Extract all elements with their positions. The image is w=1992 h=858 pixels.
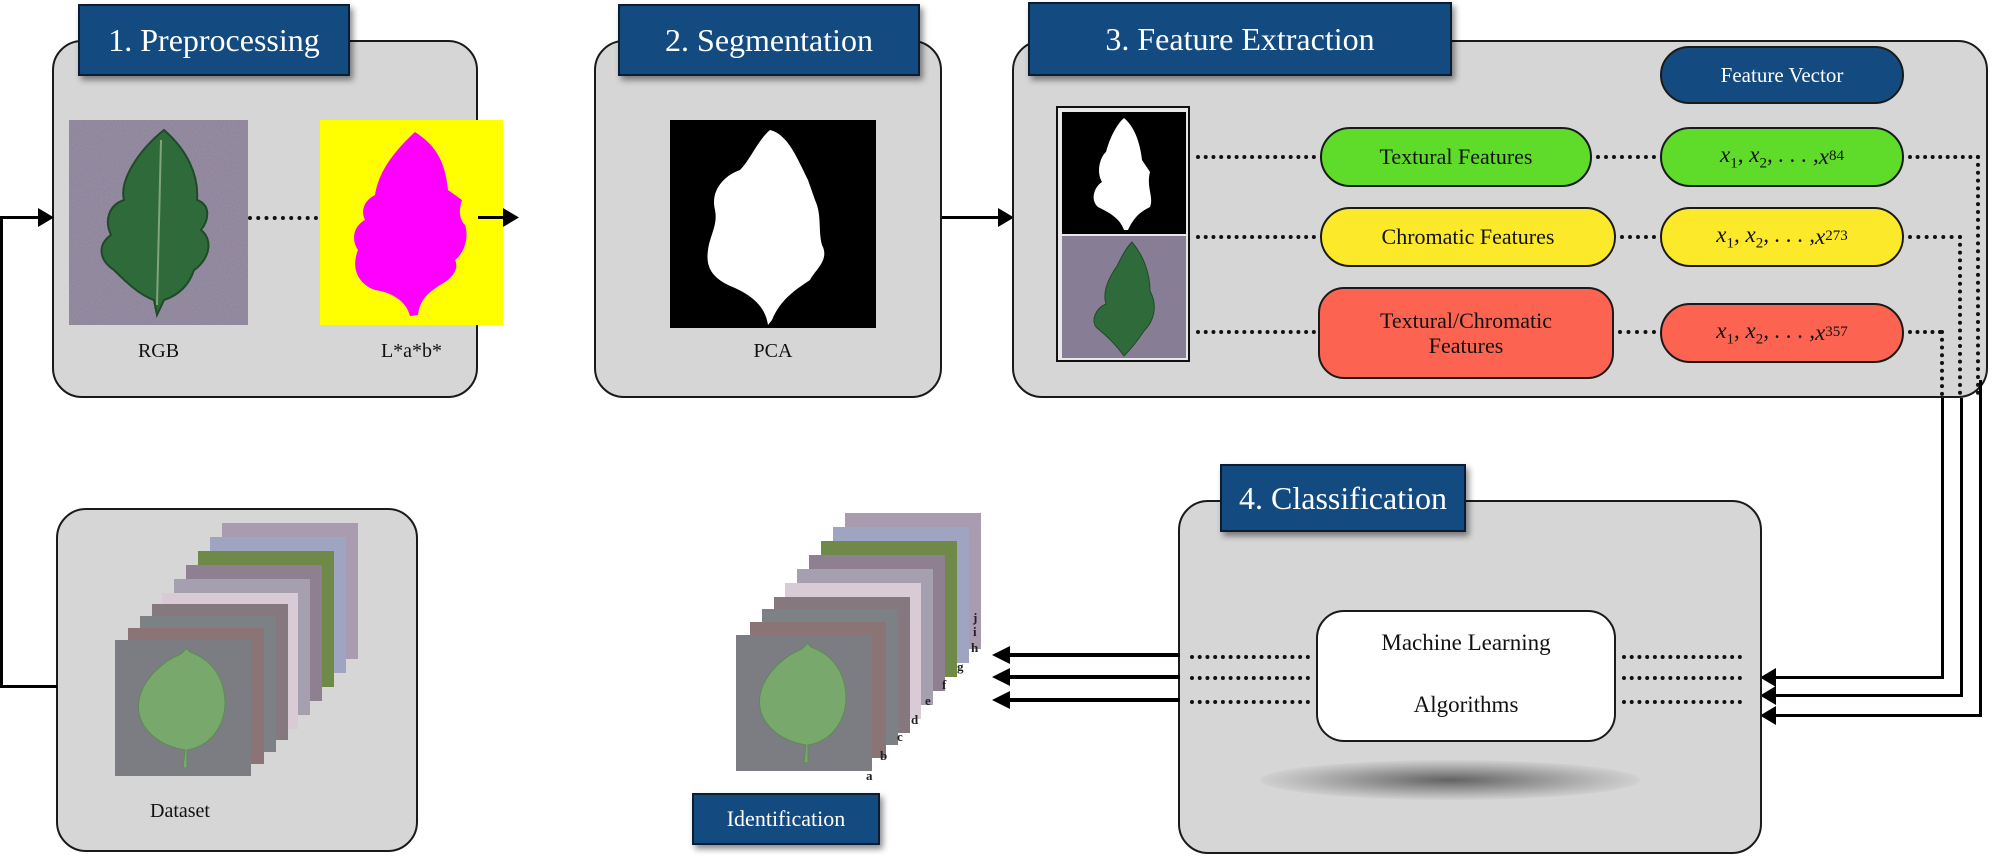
dataset-feedback-line-top: [0, 216, 42, 219]
vector-last-var: x: [1814, 223, 1826, 249]
class-label-h: h: [971, 640, 979, 655]
vector-x1: x1, x2, . . . ,: [1716, 221, 1815, 252]
stack-image-front: [115, 640, 251, 776]
output-line-3: [1005, 698, 1180, 702]
machine-learning-algorithms-box: Machine Learning Algorithms: [1316, 610, 1616, 742]
dotted-connector: [1190, 655, 1310, 659]
dotted-connector: [1196, 235, 1316, 239]
feature-line-2-horizontal: [1770, 694, 1963, 697]
feature-extraction-title: 3. Feature Extraction: [1028, 2, 1452, 76]
classification-title: 4. Classification: [1220, 464, 1466, 532]
class-label-i: i: [973, 624, 977, 639]
chromatic-features-pill: Chromatic Features: [1320, 207, 1616, 267]
lab-mask-image: [320, 120, 503, 325]
feature-vector-header: Feature Vector: [1660, 46, 1904, 104]
leaf-icon: [138, 647, 226, 769]
arrowhead-left-icon: [1760, 706, 1776, 725]
arrow-preprocessing-to-segmentation: [478, 216, 508, 219]
dotted-connector: [1596, 155, 1656, 159]
dotted-connector: [1618, 330, 1656, 334]
stack-image-front: [736, 635, 872, 771]
dotted-connector: [1622, 655, 1742, 659]
segmentation-title: 2. Segmentation: [618, 4, 920, 76]
textural-chromatic-features-pill: Textural/Chromatic Features: [1318, 287, 1614, 379]
dotted-connector-vertical: [1958, 235, 1962, 395]
dotted-connector-vertical: [1976, 155, 1980, 395]
textural-features-pill: Textural Features: [1320, 127, 1592, 187]
class-label-g: g: [957, 659, 964, 674]
output-line-2: [1005, 675, 1180, 679]
dotted-connector: [1190, 700, 1310, 704]
dataset-image-stack: [110, 518, 370, 776]
dataset-feedback-line-vertical: [0, 216, 3, 688]
feature-line-3-horizontal: [1770, 714, 1982, 717]
arrowhead-left-icon: [992, 668, 1010, 686]
pca-caption: PCA: [753, 340, 793, 362]
dotted-connector: [1622, 676, 1742, 680]
arrowhead-left-icon: [1760, 668, 1776, 687]
dotted-connector: [1620, 235, 1656, 239]
pca-mask-image: [670, 120, 876, 328]
vector-x1: x1, x2, . . . ,: [1716, 317, 1815, 348]
class-label-b: b: [880, 748, 888, 763]
feature-input-images: [1056, 106, 1190, 362]
leaf-silhouette-icon: [1093, 118, 1152, 230]
preprocessing-title: 1. Preprocessing: [78, 4, 350, 76]
vector-last-index: 84: [1828, 148, 1844, 165]
feature-line-1-horizontal: [1770, 676, 1944, 679]
arrow-segmentation-to-feature-extraction: [942, 216, 1002, 219]
vector-last-var: x: [1814, 319, 1826, 345]
vector-last-index: 357: [1825, 324, 1848, 341]
dataset-caption: Dataset: [150, 800, 210, 822]
arrowhead-left-icon: [992, 646, 1010, 664]
identification-label: Identification: [692, 793, 880, 845]
feature-line-2: [1960, 398, 1963, 696]
rgb-caption: RGB: [137, 340, 180, 362]
dotted-connector-vertical: [1940, 330, 1944, 396]
class-label-j: j: [973, 610, 978, 625]
segmented-mask-thumbnail: [1062, 112, 1186, 234]
class-label-e: e: [925, 693, 931, 708]
identification-image-stack: [710, 505, 981, 775]
feature-line-3: [1979, 380, 1982, 716]
dotted-connector: [1908, 330, 1942, 334]
dotted-connector: [1908, 235, 1962, 239]
dotted-connector: [1908, 155, 1980, 159]
class-label-c: c: [897, 729, 903, 744]
output-line-1: [1005, 653, 1180, 657]
rgb-leaf-image: [69, 120, 248, 325]
feature-line-1: [1941, 398, 1944, 678]
leaf-silhouette-icon: [707, 130, 825, 325]
vector-last-var: x: [1818, 143, 1829, 169]
leaf-icon: [1093, 241, 1155, 357]
leaf-icon: [759, 642, 847, 764]
ml-label-line1: Machine Learning: [1381, 630, 1551, 655]
class-label-d: d: [911, 712, 919, 727]
dataset-feedback-line-horizontal: [0, 685, 57, 688]
dotted-connector: [1196, 155, 1316, 159]
ml-label-line2: Algorithms: [1413, 692, 1519, 717]
vector-last-index: 273: [1825, 228, 1848, 245]
arrowhead-right-icon: [998, 208, 1014, 227]
rgb-leaf-thumbnail: [1062, 236, 1186, 358]
arrowhead-right-icon: [38, 208, 54, 227]
vector-x1: x1, x2, . . . ,: [1720, 141, 1819, 172]
arrowhead-left-icon: [992, 691, 1010, 709]
class-label-f: f: [942, 677, 947, 692]
ml-box-shadow: [1260, 760, 1640, 800]
dotted-connector: [1622, 700, 1742, 704]
lab-caption: L*a*b*: [380, 340, 443, 362]
preprocessing-dotted-connector: [248, 216, 318, 220]
arrowhead-left-icon: [1760, 686, 1776, 705]
dotted-connector: [1196, 330, 1316, 334]
leaf-icon: [69, 120, 248, 325]
dotted-connector: [1190, 676, 1310, 680]
class-label-a: a: [866, 768, 873, 783]
arrowhead-right-icon: [503, 208, 519, 227]
leaf-mask-icon: [354, 132, 467, 316]
